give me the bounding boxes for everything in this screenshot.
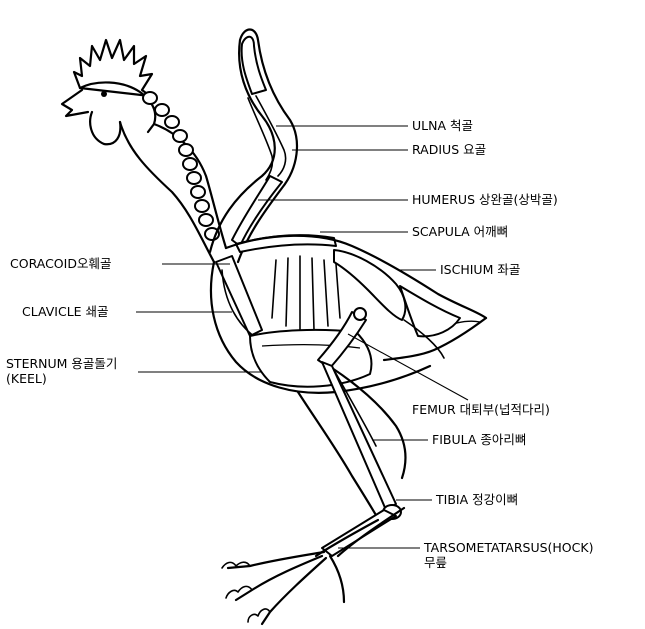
label-keel-text: (KEEL) bbox=[6, 371, 117, 386]
label-hock-korean-text: 무릎 bbox=[424, 555, 593, 570]
label-sternum-text: STERNUM 용골돌기 bbox=[6, 356, 117, 371]
beak bbox=[62, 90, 88, 116]
label-scapula-text: SCAPULA 어깨뼈 bbox=[412, 224, 508, 239]
label-coracoid-text: CORACOID오훼골 bbox=[10, 256, 111, 271]
comb bbox=[74, 40, 152, 96]
label-radius-text: RADIUS 요골 bbox=[412, 142, 486, 157]
synsacrum bbox=[334, 250, 405, 320]
coracoid bbox=[216, 256, 262, 336]
label-scapula: SCAPULA 어깨뼈 bbox=[412, 224, 508, 239]
ischium bbox=[400, 286, 460, 336]
label-ulna-text: ULNA 척골 bbox=[412, 118, 473, 133]
label-tibia-text: TIBIA 정강이뼈 bbox=[436, 492, 518, 507]
label-fibula-text: FIBULA 종아리뼈 bbox=[432, 432, 526, 447]
label-clavicle-text: CLAVICLE 쇄골 bbox=[22, 304, 109, 319]
tarsometatarsus bbox=[322, 510, 396, 556]
lower-leg-outline-2 bbox=[316, 520, 378, 556]
label-coracoid: CORACOID오훼골 bbox=[10, 256, 111, 271]
label-tarsometatarsus-text: TARSOMETATARSUS(HOCK) bbox=[424, 540, 593, 555]
label-fibula: FIBULA 종아리뼈 bbox=[432, 432, 526, 447]
label-humerus-text: HUMERUS 상완골(상박골) bbox=[412, 192, 558, 207]
label-femur-text: FEMUR 대퇴부(넙적다리) bbox=[412, 402, 550, 417]
label-ischium-text: ISCHIUM 좌골 bbox=[440, 262, 520, 277]
wing bbox=[210, 30, 297, 263]
foot bbox=[222, 552, 344, 624]
label-femur: FEMUR 대퇴부(넙적다리) bbox=[412, 402, 550, 417]
label-sternum: STERNUM 용골돌기 (KEEL) bbox=[6, 356, 117, 386]
label-ulna: ULNA 척골 bbox=[412, 118, 473, 133]
wattle bbox=[90, 112, 120, 144]
label-clavicle: CLAVICLE 쇄골 bbox=[22, 304, 109, 319]
ribs bbox=[272, 256, 340, 330]
label-tarsometatarsus: TARSOMETATARSUS(HOCK) 무릎 bbox=[424, 540, 593, 570]
label-ischium: ISCHIUM 좌골 bbox=[440, 262, 520, 277]
eye bbox=[101, 91, 107, 97]
label-humerus: HUMERUS 상완골(상박골) bbox=[412, 192, 558, 207]
label-radius: RADIUS 요골 bbox=[412, 142, 486, 157]
label-tibia: TIBIA 정강이뼈 bbox=[436, 492, 518, 507]
